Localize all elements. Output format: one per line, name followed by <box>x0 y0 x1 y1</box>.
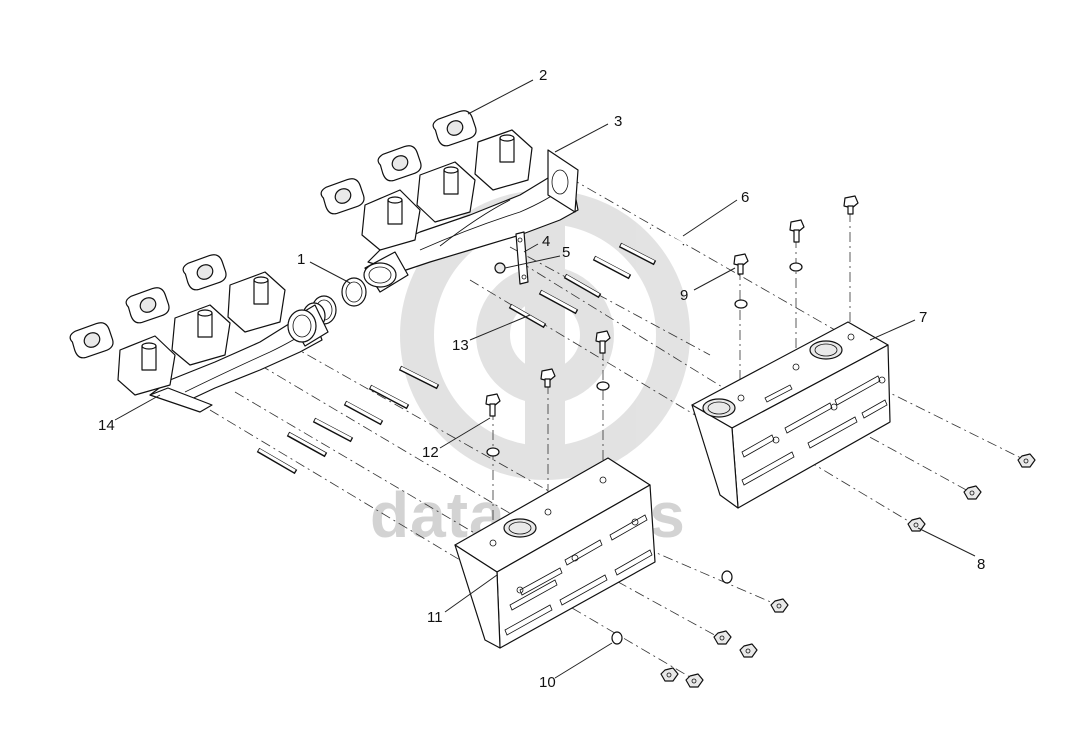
vbolt-3 <box>733 253 749 275</box>
vbolt-1 <box>843 195 859 215</box>
callout-14: 14 <box>98 417 115 434</box>
manifold-gaskets-rear <box>320 110 477 215</box>
stud-7 <box>398 365 440 390</box>
manifold-gaskets-front <box>69 254 227 359</box>
small-bracket <box>515 231 529 285</box>
callout-11: 11 <box>427 609 443 626</box>
manifold-port-1 <box>361 189 421 251</box>
callout-leaders <box>114 79 976 679</box>
vbolt-5 <box>540 368 556 388</box>
exhaust-manifold-rear <box>361 129 579 293</box>
callout-8: 8 <box>977 556 985 573</box>
stud-12 <box>256 447 298 475</box>
vbolt-4 <box>595 330 611 354</box>
callout-1: 1 <box>297 251 305 268</box>
callout-10: 10 <box>539 674 556 691</box>
nut-3 <box>907 517 926 532</box>
callout-4: 4 <box>542 233 550 250</box>
manifold-port-4 <box>117 335 176 396</box>
stud-4 <box>563 273 602 299</box>
stud-8 <box>368 384 410 410</box>
vertical-bolts <box>485 195 859 457</box>
manifold-studs <box>256 226 685 475</box>
stud-3 <box>592 255 632 280</box>
nut-1 <box>1017 453 1036 468</box>
callout-5: 5 <box>562 244 570 261</box>
callout-2: 2 <box>539 67 547 84</box>
stud-5 <box>538 289 579 315</box>
callout-12: 12 <box>422 444 439 461</box>
manifold-port-3 <box>474 129 533 191</box>
stud-9 <box>343 400 384 426</box>
nut-4 <box>770 598 789 613</box>
small-nut <box>494 262 506 274</box>
nut-2 <box>963 485 982 500</box>
manifold-port-2 <box>416 161 476 223</box>
stud-11 <box>286 431 328 458</box>
callout-13: 13 <box>452 337 469 354</box>
callout-6: 6 <box>741 189 749 206</box>
nut-5 <box>713 630 732 645</box>
callout-9: 9 <box>680 287 688 304</box>
callout-7: 7 <box>919 309 927 326</box>
manifold-port-6 <box>227 271 286 333</box>
heat-shield-rear <box>691 321 891 509</box>
vbolt-2 <box>789 219 805 243</box>
nut-7 <box>660 667 679 682</box>
nut-6 <box>739 643 758 658</box>
stud-1 <box>649 226 685 246</box>
callout-labels: 1 2 3 4 5 6 7 8 9 10 11 12 13 14 <box>98 67 985 691</box>
exhaust-manifold-front <box>117 271 329 413</box>
stud-2 <box>618 242 657 266</box>
callout-3: 3 <box>614 113 622 130</box>
stud-10 <box>312 417 354 443</box>
vbolt-6 <box>485 393 501 417</box>
manifold-port-5 <box>171 304 231 366</box>
nut-8 <box>685 673 704 688</box>
side-bolts <box>611 453 1036 688</box>
heat-shield-front <box>454 457 656 649</box>
